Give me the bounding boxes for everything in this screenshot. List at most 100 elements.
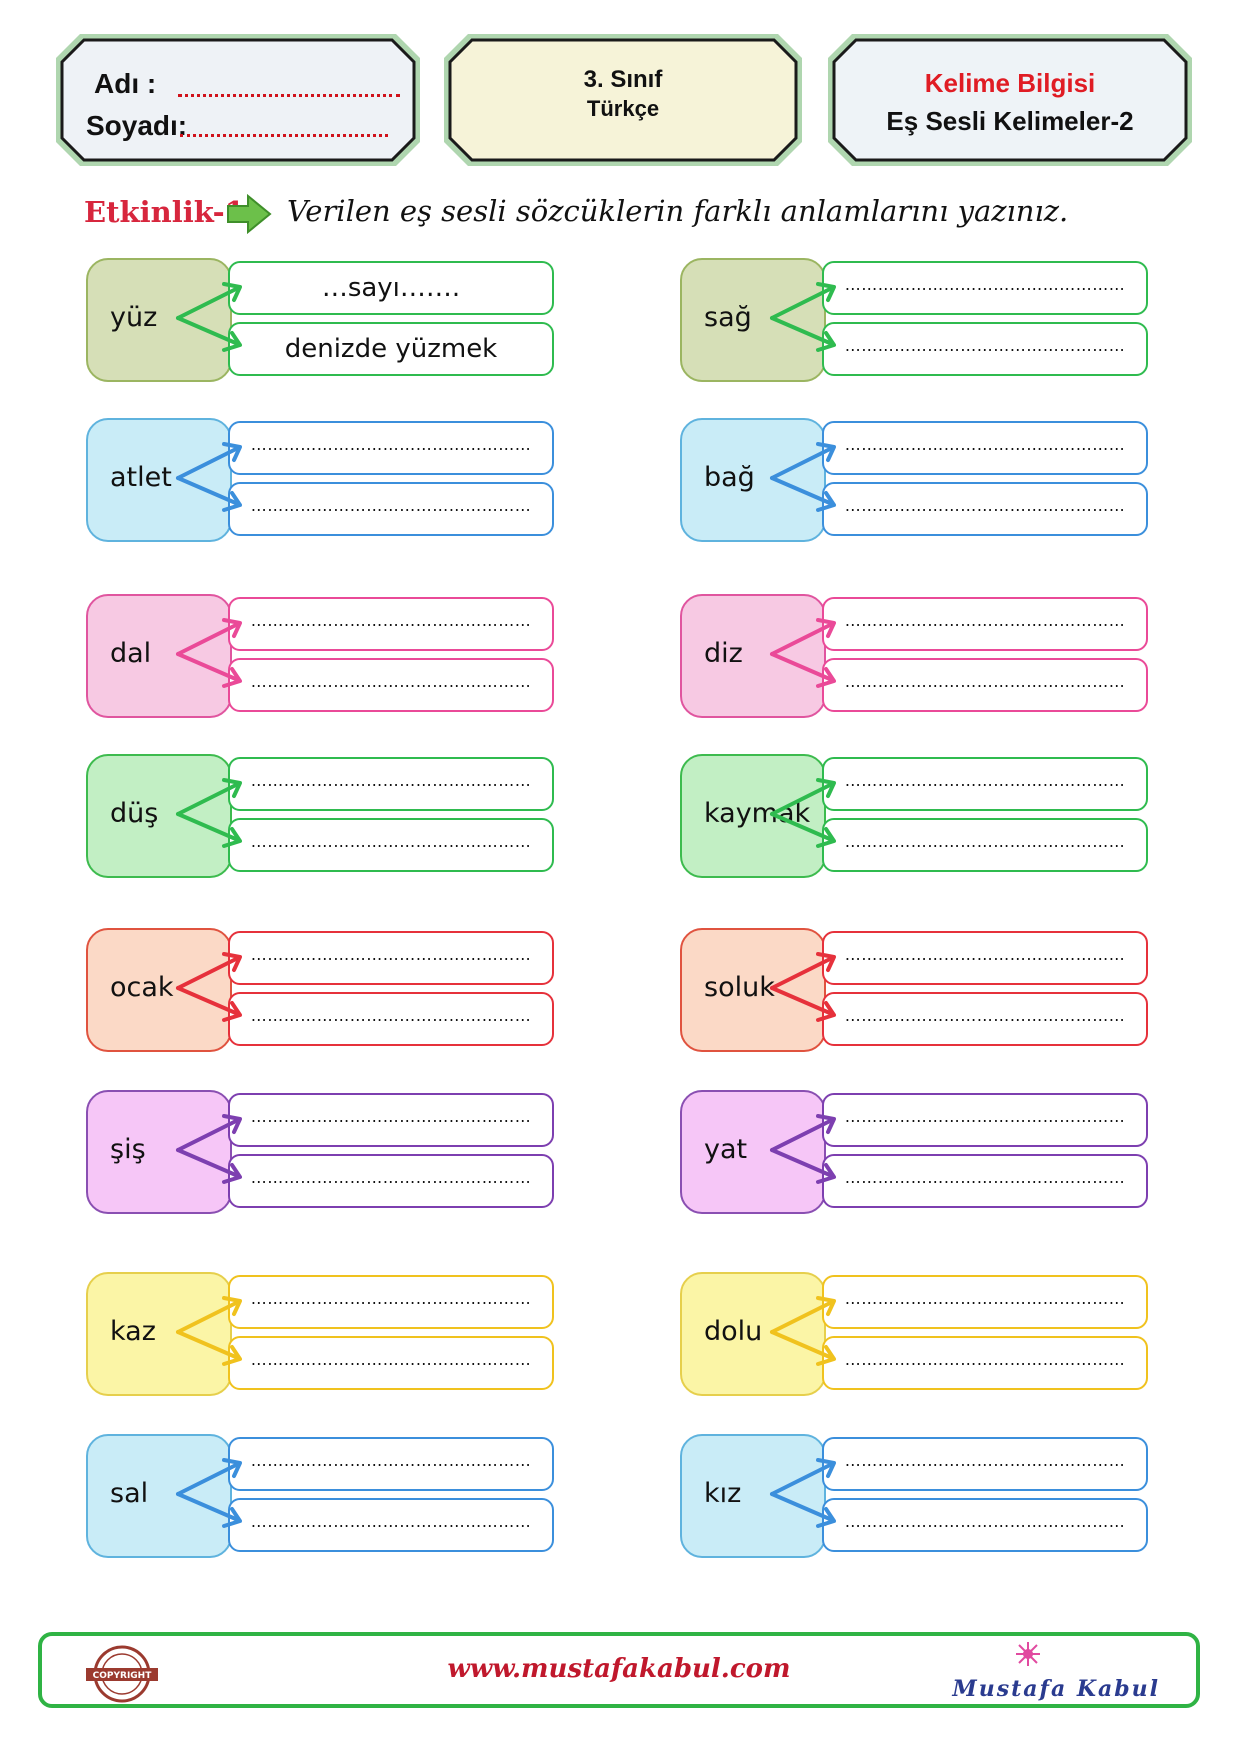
topic-subtitle: Eş Sesli Kelimeler-2: [886, 106, 1134, 136]
homonym-word: bağ: [704, 462, 755, 493]
word-item: yüz …sayı……. denizde yüzmek: [86, 258, 566, 384]
word-item: yat…………………………………………………………………………………………: [680, 1090, 1160, 1216]
word-item: şiş …………………………………………… ……………………………………………: [86, 1090, 566, 1216]
split-arrow-icon: [176, 1114, 242, 1184]
meaning-field-1[interactable]: ……………………………………………: [822, 421, 1148, 475]
split-arrow-icon: [770, 618, 836, 688]
word-box: [680, 418, 826, 542]
word-item: düş…………………………………………………………………………………………: [86, 754, 566, 880]
word-item: bağ …………………………………………… ……………………………………………: [680, 418, 1160, 544]
word-box: [86, 418, 232, 542]
split-arrow-icon: [770, 1296, 836, 1366]
grade-label: 3. Sınıf: [583, 66, 663, 93]
homonym-word: ocak: [110, 972, 174, 1003]
meaning-field-1[interactable]: ……………………………………………: [228, 931, 554, 985]
word-item: kaz …………………………………………… ……………………………………………: [86, 1272, 566, 1398]
split-arrow-icon: [770, 778, 836, 848]
homonym-word: kaz: [110, 1316, 156, 1347]
topic-plaque: Kelime Bilgisi Eş Sesli Kelimeler-2: [824, 30, 1196, 170]
split-arrow-icon: [770, 1114, 836, 1184]
meaning-field-1[interactable]: ……………………………………………: [228, 421, 554, 475]
split-arrow-icon: [176, 778, 242, 848]
word-box: [86, 1434, 232, 1558]
homonym-word: dolu: [704, 1316, 763, 1347]
homonym-word: sağ: [704, 302, 752, 333]
word-item: dal…………………………………………………………………………………………: [86, 594, 566, 720]
signature: Mustafa Kabul: [952, 1676, 1160, 1702]
meaning-field-1[interactable]: ……………………………………………: [822, 261, 1148, 315]
meaning-field-2[interactable]: ……………………………………………: [822, 1336, 1148, 1390]
meaning-field-2[interactable]: ……………………………………………: [228, 1154, 554, 1208]
meaning-field-2[interactable]: ……………………………………………: [228, 658, 554, 712]
meaning-field-1[interactable]: …sayı…….: [228, 261, 554, 315]
meaning-field-1[interactable]: ……………………………………………: [822, 597, 1148, 651]
meaning-field-1[interactable]: ……………………………………………: [822, 757, 1148, 811]
meaning-field-2[interactable]: ……………………………………………: [822, 1154, 1148, 1208]
meaning-field-1[interactable]: ……………………………………………: [822, 931, 1148, 985]
activity-instruction: Verilen eş sesli sözcüklerin farklı anla…: [287, 194, 1069, 228]
website-link[interactable]: www.mustafakabul.com: [447, 1654, 791, 1684]
homonym-word: soluk: [704, 972, 775, 1003]
meaning-field-1[interactable]: ……………………………………………: [228, 757, 554, 811]
meaning-field-2[interactable]: ……………………………………………: [822, 482, 1148, 536]
meaning-field-2[interactable]: denizde yüzmek: [228, 322, 554, 376]
grade-plaque: 3. Sınıf Türkçe: [440, 30, 806, 170]
copyright-stamp-text: COPYRIGHT: [93, 1671, 153, 1681]
word-item: kız …………………………………………… ……………………………………………: [680, 1434, 1160, 1560]
footer: COPYRIGHT www.mustafakabul.com Mustafa K…: [38, 1632, 1200, 1708]
topic-title: Kelime Bilgisi: [924, 68, 1096, 98]
word-box: [86, 1090, 232, 1214]
word-box: [680, 1090, 826, 1214]
surname-label: Soyadı:: [86, 110, 188, 141]
meaning-field-2[interactable]: ……………………………………………: [822, 658, 1148, 712]
meaning-field-2[interactable]: ……………………………………………: [228, 1336, 554, 1390]
meaning-field-2[interactable]: ……………………………………………: [228, 992, 554, 1046]
meaning-field-2[interactable]: ……………………………………………: [822, 992, 1148, 1046]
meaning-field-2[interactable]: ……………………………………………: [822, 818, 1148, 872]
meaning-field-2[interactable]: ……………………………………………: [822, 322, 1148, 376]
homonym-word: sal: [110, 1478, 149, 1509]
word-box: [680, 1272, 826, 1396]
word-item: soluk …………………………………………… ……………………………………………: [680, 928, 1160, 1054]
meaning-field-2[interactable]: ……………………………………………: [822, 1498, 1148, 1552]
activity-label: Etkinlik-1: [84, 195, 245, 229]
split-arrow-icon: [176, 952, 242, 1022]
split-arrow-icon: [770, 442, 836, 512]
meaning-field-1[interactable]: ……………………………………………: [822, 1437, 1148, 1491]
split-arrow-icon: [770, 282, 836, 352]
word-box: [680, 1434, 826, 1558]
word-box: [86, 258, 232, 382]
meaning-field-1[interactable]: ……………………………………………: [822, 1093, 1148, 1147]
split-arrow-icon: [176, 282, 242, 352]
meaning-field-1[interactable]: ……………………………………………: [228, 1093, 554, 1147]
right-arrow-icon: [227, 194, 272, 234]
split-arrow-icon: [176, 1458, 242, 1528]
word-item: sağ …………………………………………… ……………………………………………: [680, 258, 1160, 384]
meaning-field-2[interactable]: ……………………………………………: [228, 1498, 554, 1552]
split-arrow-icon: [770, 1458, 836, 1528]
meaning-field-1[interactable]: ……………………………………………: [822, 1275, 1148, 1329]
word-item: kaymak…………………………………………………………………………………………: [680, 754, 1160, 880]
homonym-word: kız: [704, 1478, 742, 1509]
meaning-field-2[interactable]: ……………………………………………: [228, 818, 554, 872]
homonym-word: şiş: [110, 1134, 146, 1165]
surname-field[interactable]: [180, 134, 388, 137]
flower-logo-icon: [1016, 1642, 1040, 1666]
meaning-field-2[interactable]: ……………………………………………: [228, 482, 554, 536]
split-arrow-icon: [176, 442, 242, 512]
word-box: [86, 928, 232, 1052]
split-arrow-icon: [176, 1296, 242, 1366]
homonym-word: yüz: [110, 302, 158, 333]
subject-label: Türkçe: [586, 96, 660, 121]
meaning-field-1[interactable]: ……………………………………………: [228, 1275, 554, 1329]
word-item: diz …………………………………………… ……………………………………………: [680, 594, 1160, 720]
meaning-field-1[interactable]: ……………………………………………: [228, 1437, 554, 1491]
split-arrow-icon: [176, 618, 242, 688]
word-box: [680, 928, 826, 1052]
word-box: [86, 754, 232, 878]
word-box: [680, 258, 826, 382]
meaning-field-1[interactable]: ……………………………………………: [228, 597, 554, 651]
name-field[interactable]: [178, 94, 400, 97]
name-plaque: Adı : Soyadı:: [52, 30, 424, 170]
homonym-word: diz: [704, 638, 743, 669]
